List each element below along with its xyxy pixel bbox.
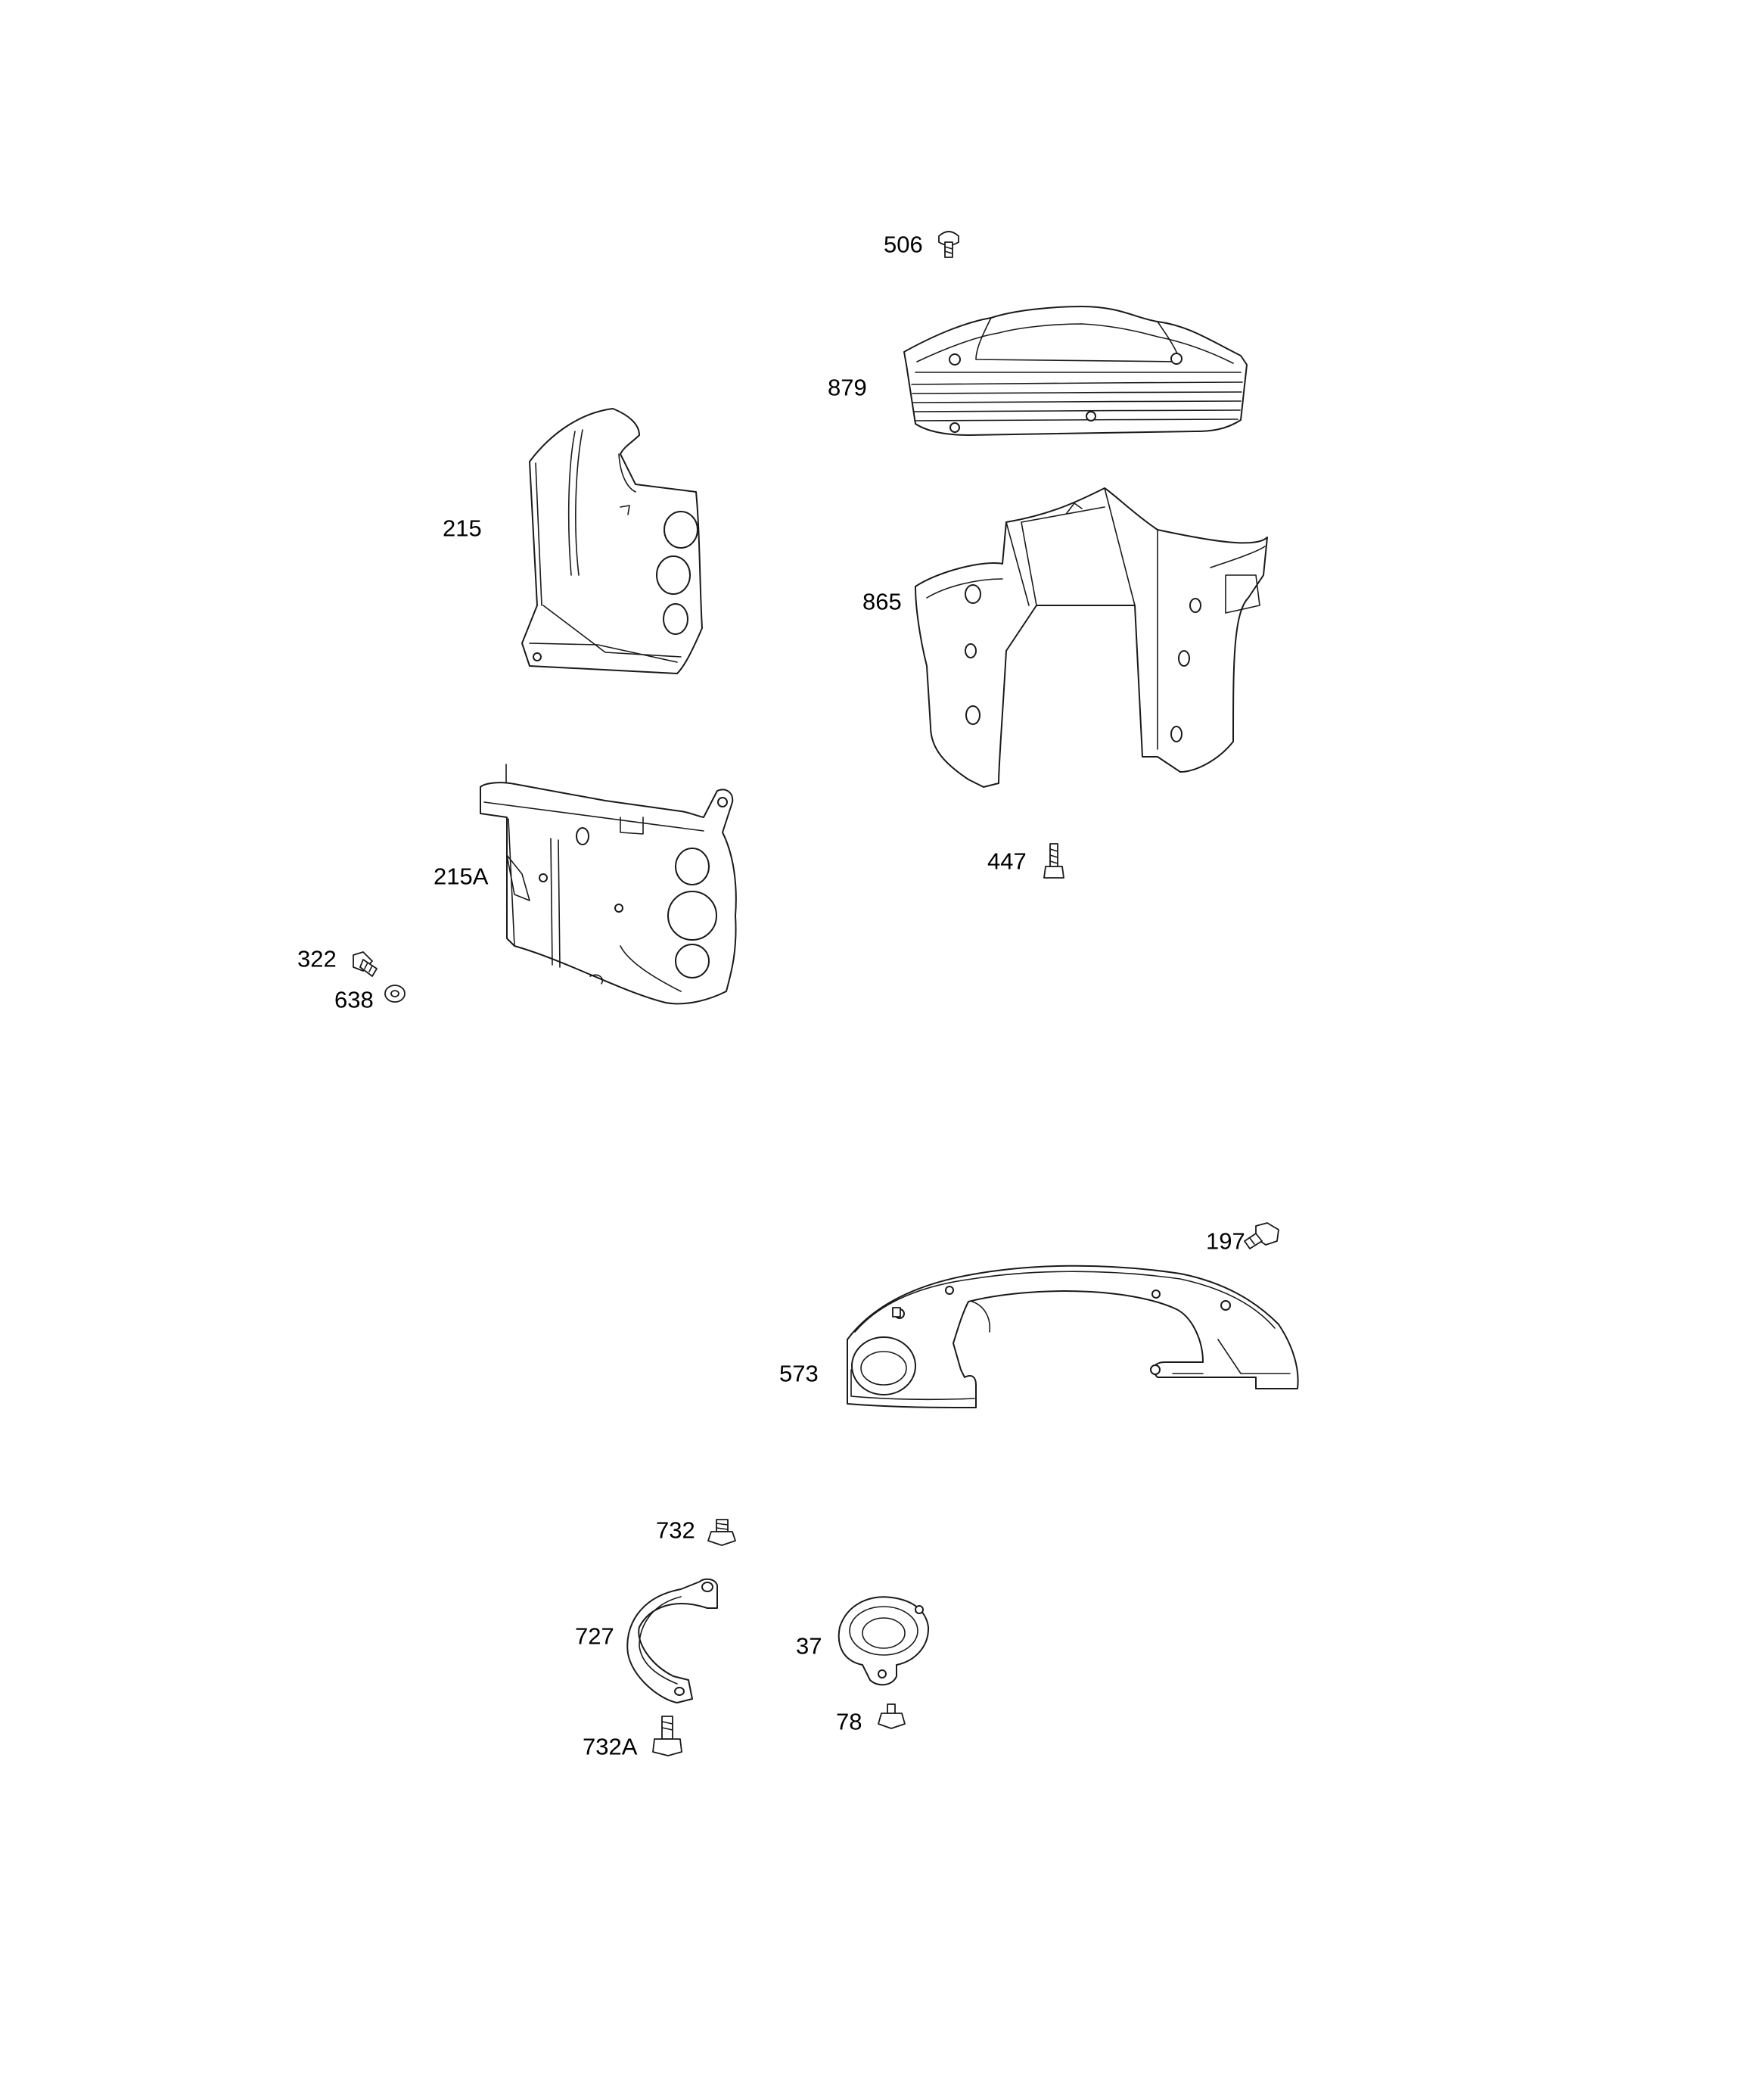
part-506-screw	[938, 231, 959, 258]
part-37-gasket	[838, 1596, 930, 1686]
part-322-bolt	[353, 951, 378, 977]
callout-78: 78	[836, 1708, 862, 1735]
part-732A-bolt	[652, 1716, 682, 1756]
callout-732: 732	[656, 1517, 695, 1544]
part-78-nut	[878, 1703, 906, 1729]
part-573-shroud	[847, 1265, 1299, 1408]
part-215A-shroud	[480, 764, 737, 1005]
part-638-washer	[384, 985, 406, 1003]
part-197-bolt	[1244, 1222, 1279, 1249]
callout-573: 573	[779, 1360, 819, 1387]
part-879-cover	[903, 306, 1248, 436]
callout-638: 638	[334, 986, 374, 1013]
callout-37: 37	[796, 1632, 822, 1660]
part-727-clamp	[626, 1578, 718, 1703]
part-732-nut	[707, 1519, 736, 1546]
part-215-shroud	[521, 408, 703, 674]
callout-215A: 215A	[434, 863, 489, 890]
callout-865: 865	[862, 588, 902, 615]
callout-727: 727	[575, 1622, 614, 1650]
callout-506: 506	[884, 231, 923, 258]
callout-879: 879	[828, 374, 867, 401]
callout-322: 322	[297, 945, 337, 972]
callout-215: 215	[443, 515, 482, 542]
callout-197: 197	[1206, 1227, 1245, 1255]
part-865-baffle	[915, 487, 1268, 788]
callout-732A: 732A	[583, 1733, 638, 1760]
part-447-screw	[1043, 843, 1064, 879]
callout-447: 447	[987, 848, 1027, 875]
